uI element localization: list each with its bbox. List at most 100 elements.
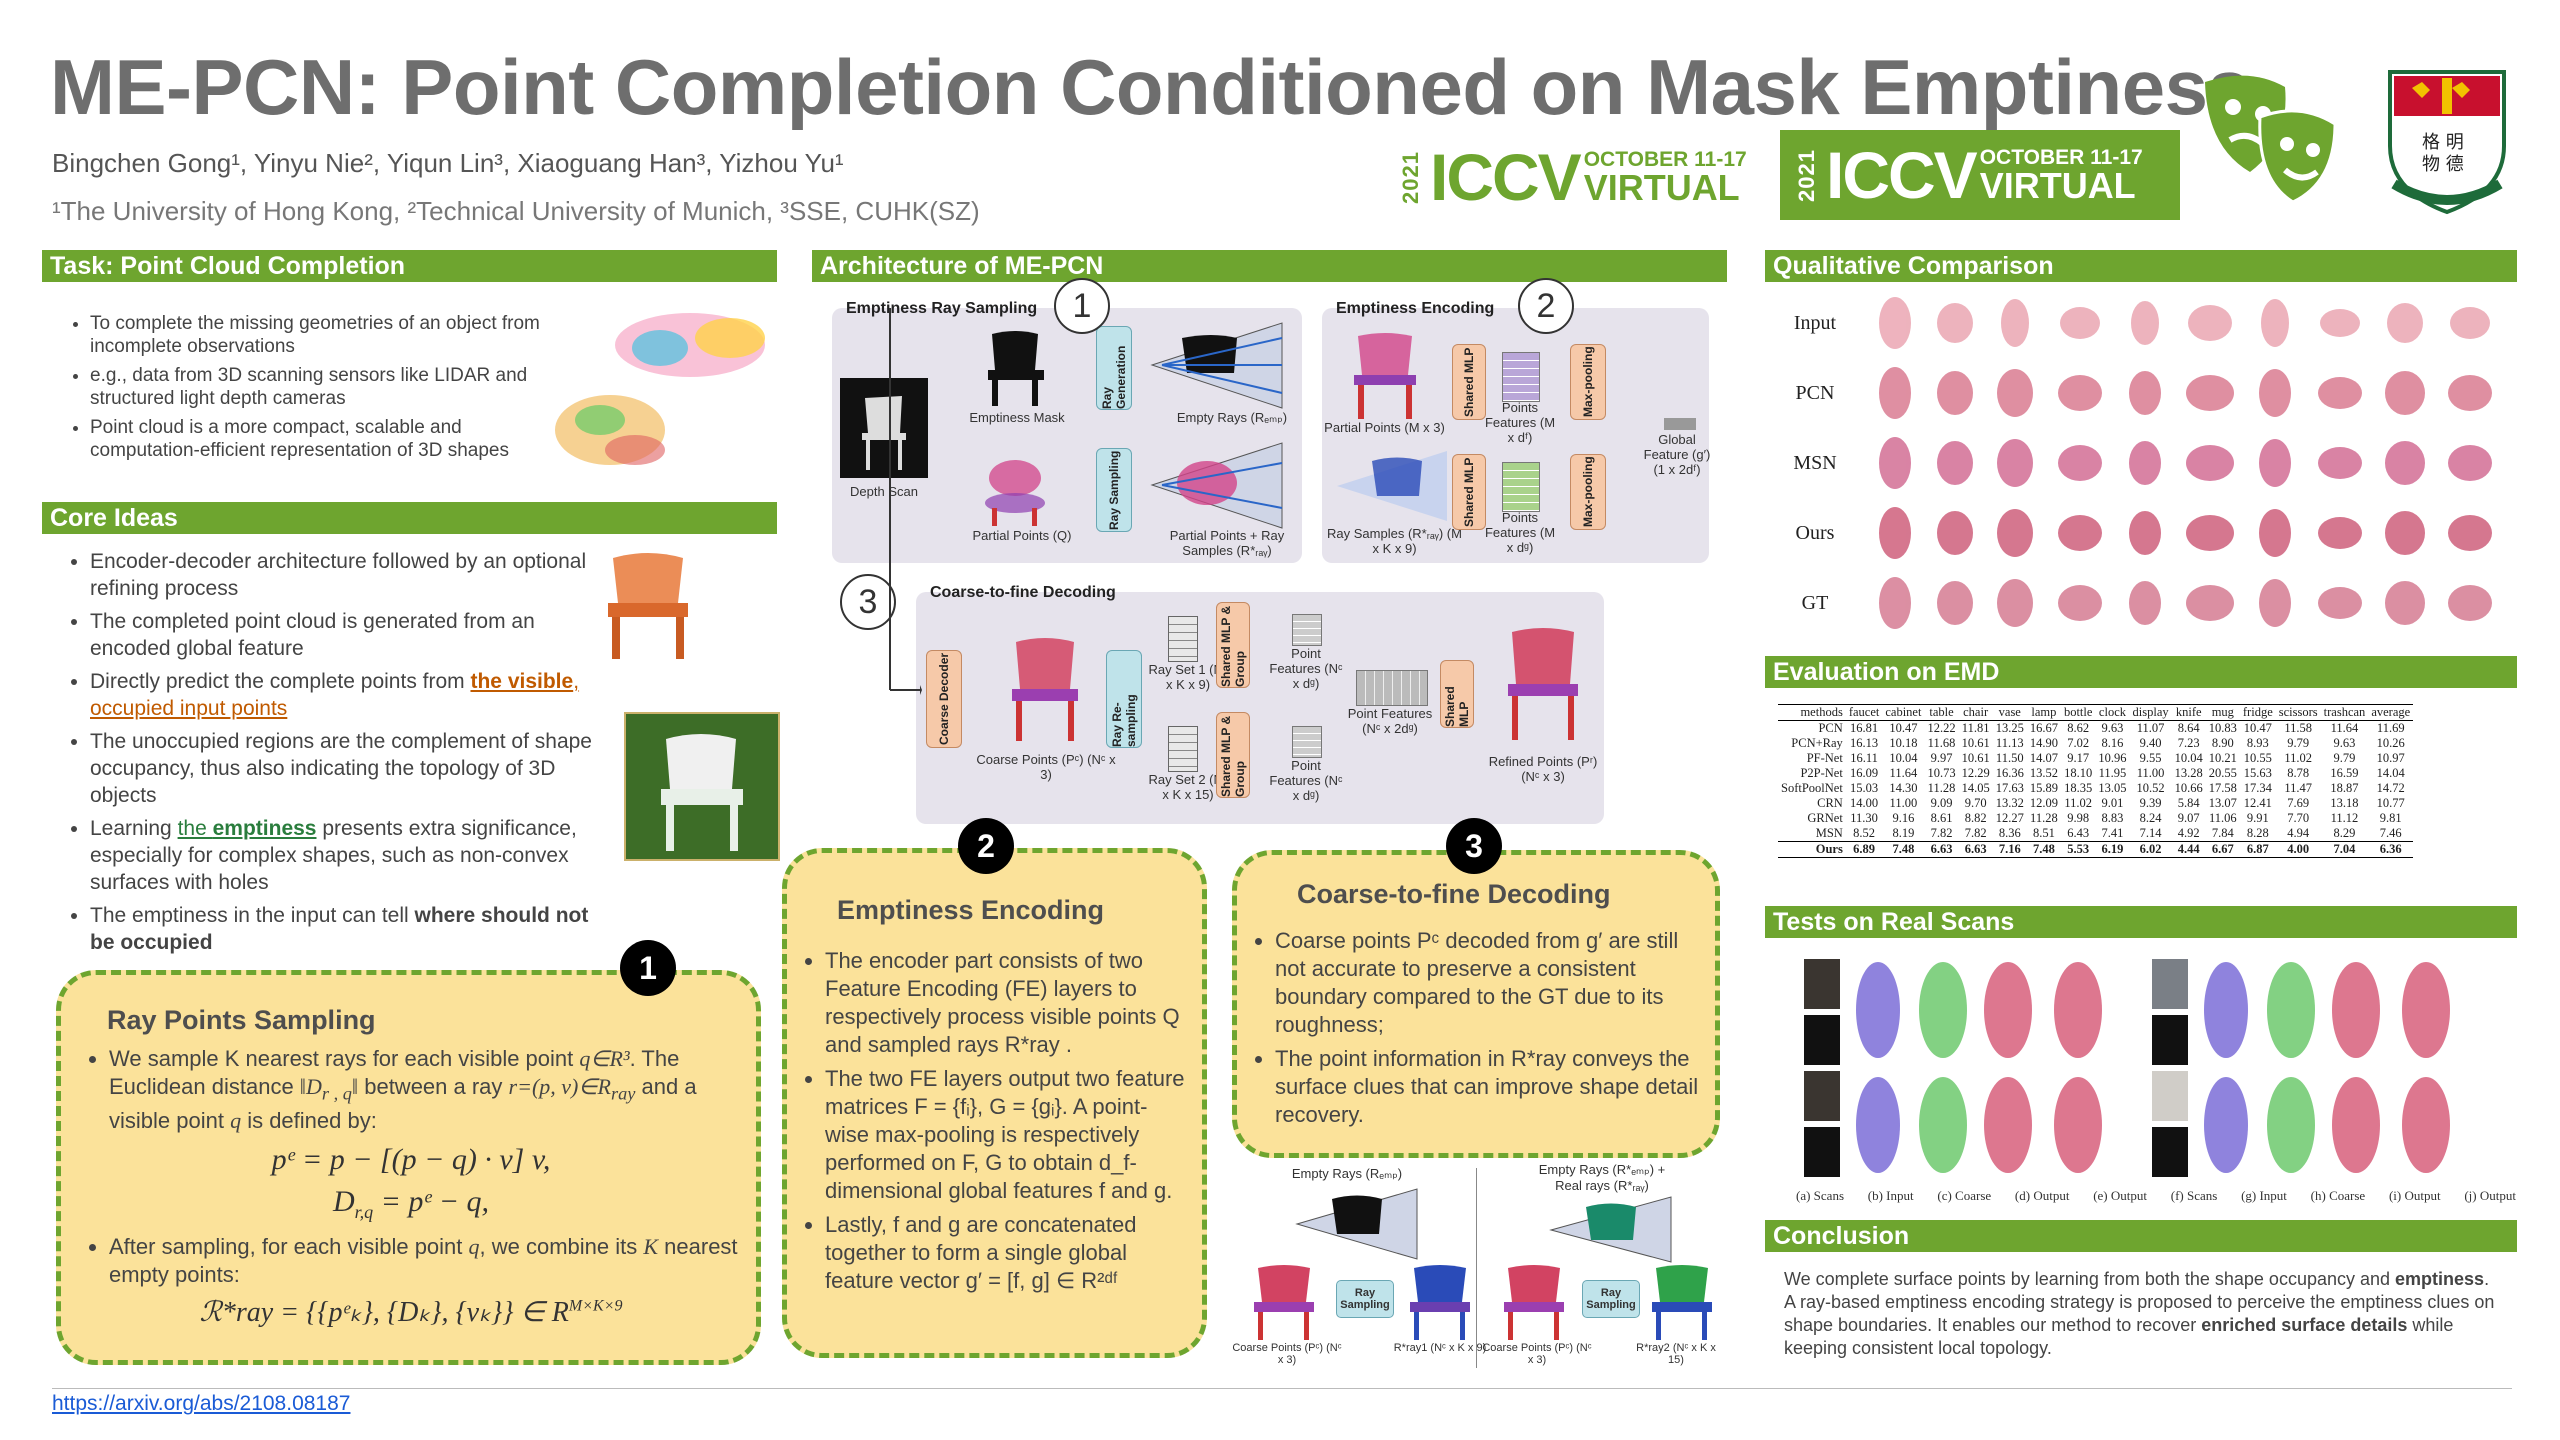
table-cell: 10.04	[2174, 751, 2203, 765]
table-cell: 15.89	[2029, 781, 2058, 795]
table-cell: 17.34	[2243, 781, 2272, 795]
table-cell: 7.04	[2320, 841, 2369, 858]
table-cell: 9.17	[2067, 751, 2090, 765]
max-pooling-block: Max-pooling	[1570, 454, 1606, 530]
table-cell: 14.00	[1850, 796, 1879, 810]
point-features-matrix	[1502, 352, 1540, 402]
table-cell: 11.28	[1927, 781, 1956, 795]
table-cell: 8.24	[2139, 811, 2162, 825]
table-cell: 13.32	[1995, 796, 2024, 810]
table-cell: 7.02	[2067, 736, 2090, 750]
table-cell: 9.63	[2333, 736, 2356, 750]
table-cell: 4.94	[2287, 826, 2310, 840]
table-cell: 11.02	[2064, 796, 2092, 810]
table-cell: P2P-Net	[1800, 766, 1843, 780]
university-crest-icon: 格 明 物 德	[2388, 70, 2506, 215]
table-cell: 18.87	[2330, 781, 2359, 795]
table-cell: 12.27	[1995, 811, 2024, 825]
table-cell: 7.82	[1964, 826, 1987, 840]
table-header-cell: bottle	[2060, 704, 2096, 721]
row-label: MSN	[1793, 452, 1837, 474]
chair-silhouette-icon	[661, 734, 743, 851]
table-cell: 11.64	[2330, 721, 2359, 735]
table-cell: 17.63	[1995, 781, 2024, 795]
max-pooling-block: Max-pooling	[1570, 344, 1606, 420]
table-cell: 7.16	[1992, 841, 2027, 858]
caption-label: (b) Input	[1867, 1188, 1914, 1203]
core-bullet: The completed point cloud is generated f…	[90, 608, 597, 662]
table-cell: 8.19	[1892, 826, 1915, 840]
partial-points-rays-image	[1150, 442, 1283, 529]
table-cell: 8.82	[1964, 811, 1987, 825]
box-bullet: Lastly, f and g are concatenated togethe…	[825, 1211, 1191, 1295]
table-cell: 9.39	[2139, 796, 2162, 810]
table-cell: 8.93	[2246, 736, 2269, 750]
real-rays-image	[1549, 1196, 1672, 1263]
table-cell: 11.12	[2330, 811, 2359, 825]
table-cell: 7.69	[2287, 796, 2310, 810]
partial-points-image	[985, 460, 1045, 526]
table-cell: 14.90	[2029, 736, 2058, 750]
real-scan-results-left	[1856, 962, 2102, 1173]
table-cell: 18.35	[2064, 781, 2093, 795]
table-cell: 10.73	[1927, 766, 1956, 780]
ray-sample-output-image	[1652, 1265, 1712, 1340]
arxiv-link[interactable]: https://arxiv.org/abs/2108.08187	[52, 1392, 351, 1415]
coarse-points-image	[1504, 1265, 1564, 1340]
poster-title: ME-PCN: Point Completion Conditioned on …	[50, 43, 2251, 131]
caption-label: (g) Input	[2241, 1188, 2287, 1203]
point-features-matrix	[1502, 462, 1540, 512]
table-cell: 7.48	[2026, 841, 2061, 858]
caption-label: (e) Output	[2093, 1188, 2147, 1203]
table-cell: 7.82	[1930, 826, 1953, 840]
svg-text:格 明: 格 明	[2422, 132, 2464, 153]
architecture-header: Architecture of ME-PCN	[812, 250, 1727, 282]
partial-chair-image	[1354, 333, 1416, 419]
qualitative-header: Qualitative Comparison	[1765, 250, 2517, 282]
table-cell: 8.61	[1930, 811, 1953, 825]
qualitative-grid: Input PCN MSN Ours GT	[1775, 288, 2515, 638]
table-header-cell: lamp	[2026, 704, 2061, 721]
scan-photo	[1804, 1071, 1840, 1121]
table-cell: 11.81	[1961, 721, 1990, 735]
table-cell: PCN	[1818, 721, 1843, 735]
table-cell: 7.14	[2139, 826, 2162, 840]
point-cloud-image	[555, 313, 765, 465]
table-cell: 9.98	[2067, 811, 2090, 825]
chair-silhouette-icon	[862, 396, 906, 470]
ray-samples-image	[1337, 451, 1447, 521]
table-cell: 16.81	[1850, 721, 1879, 735]
real-scans-captions: (a) Scans(b) Input(c) Coarse(d) Output(e…	[1796, 1188, 2516, 1204]
real-scan-results-right	[2204, 962, 2450, 1173]
empty-rays-image	[1150, 322, 1283, 409]
row-label: Ours	[1795, 522, 1835, 544]
table-header-cell: methods	[1778, 704, 1846, 721]
table-cell: 6.63	[1924, 841, 1959, 858]
table-cell: 9.81	[2379, 811, 2402, 825]
table-cell: 13.18	[2330, 796, 2359, 810]
divider	[1476, 1168, 1477, 1368]
emptiness-mask-image	[988, 331, 1044, 406]
ray-points-sampling-box: Ray Points Sampling We sample K nearest …	[56, 970, 761, 1365]
shared-mlp-block: Shared MLP	[1452, 454, 1486, 530]
table-cell: PF-Net	[1806, 751, 1843, 765]
table-cell: 11.64	[1889, 766, 1918, 780]
coarse-to-fine-panel: Coarse-to-fine Decoding Coarse Decoder C…	[916, 584, 1604, 824]
table-cell: 10.47	[1889, 721, 1918, 735]
table-cell: 18.10	[2064, 766, 2093, 780]
empty-rays-image	[1295, 1188, 1418, 1260]
table-cell: 10.77	[2376, 796, 2405, 810]
table-cell: 8.16	[2101, 736, 2124, 750]
point-features-matrix	[1292, 726, 1322, 758]
table-header-cell: faucet	[1845, 704, 1883, 721]
table-cell: 9.01	[2101, 796, 2124, 810]
table-cell: 6.36	[2368, 841, 2414, 858]
shared-mlp-group-block: Shared MLP & Group	[1216, 712, 1250, 798]
table-cell: 9.16	[1892, 811, 1915, 825]
table-cell: 13.07	[2208, 796, 2237, 810]
